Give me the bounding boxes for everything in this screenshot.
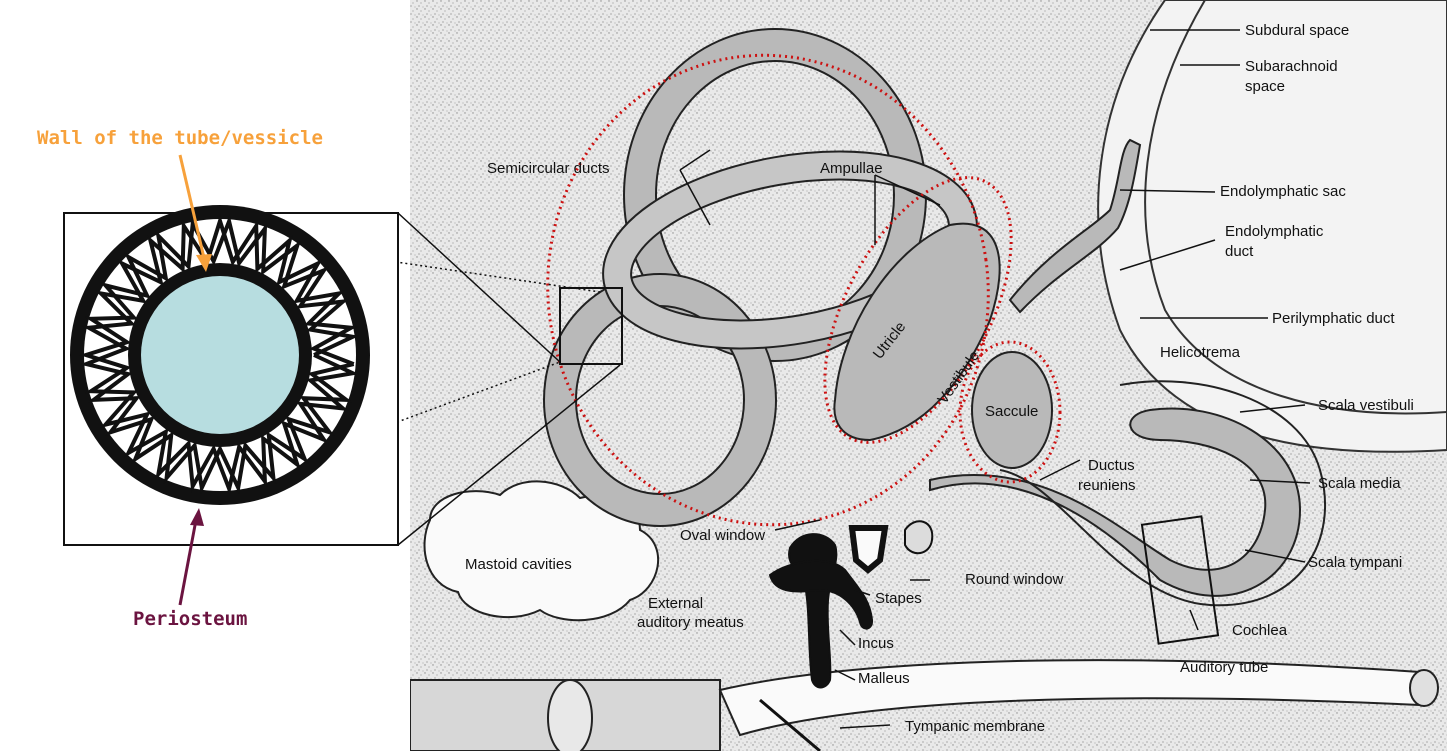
label-incus: Incus (858, 635, 894, 652)
label-auditory-tube: Auditory tube (1180, 659, 1268, 676)
label-saccule: Saccule (985, 403, 1038, 420)
label-ductus-line2: reuniens (1078, 477, 1136, 494)
label-endolymphatic-sac: Endolymphatic sac (1220, 183, 1346, 200)
label-external-line1: External (648, 595, 703, 612)
lumen (141, 276, 299, 434)
label-external-line2: auditory meatus (637, 614, 744, 631)
label-mastoid-cavities: Mastoid cavities (465, 556, 572, 573)
round-window-shape (905, 521, 932, 553)
wall-callout-label: Wall of the tube/vessicle (37, 127, 323, 149)
label-subdural-space: Subdural space (1245, 22, 1349, 39)
label-tympanic-membrane: Tympanic membrane (905, 718, 1045, 735)
label-subarachnoid-line2: space (1245, 78, 1285, 95)
label-semicircular-ducts: Semicircular ducts (487, 160, 610, 177)
label-helicotrema: Helicotrema (1160, 344, 1241, 361)
label-cochlea: Cochlea (1232, 622, 1288, 639)
label-round-window: Round window (965, 571, 1064, 588)
meatus-opening (548, 680, 592, 751)
label-scala-media: Scala media (1318, 475, 1401, 492)
label-subarachnoid-line1: Subarachnoid (1245, 58, 1338, 75)
label-ampullae: Ampullae (820, 160, 883, 177)
periosteum-callout-label: Periosteum (133, 608, 247, 630)
label-ductus-line1: Ductus (1088, 457, 1135, 474)
label-endolymphatic-duct-line2: duct (1225, 243, 1254, 260)
label-scala-vestibuli: Scala vestibuli (1318, 397, 1414, 414)
auditory-tube-end (1410, 670, 1438, 706)
label-malleus: Malleus (858, 670, 910, 687)
label-stapes: Stapes (875, 590, 922, 607)
stapes-shape (852, 528, 885, 570)
label-oval-window: Oval window (680, 527, 765, 544)
label-endolymphatic-duct-line1: Endolymphatic (1225, 223, 1324, 240)
label-perilymphatic-duct: Perilymphatic duct (1272, 310, 1395, 327)
label-scala-tympani: Scala tympani (1308, 554, 1402, 571)
